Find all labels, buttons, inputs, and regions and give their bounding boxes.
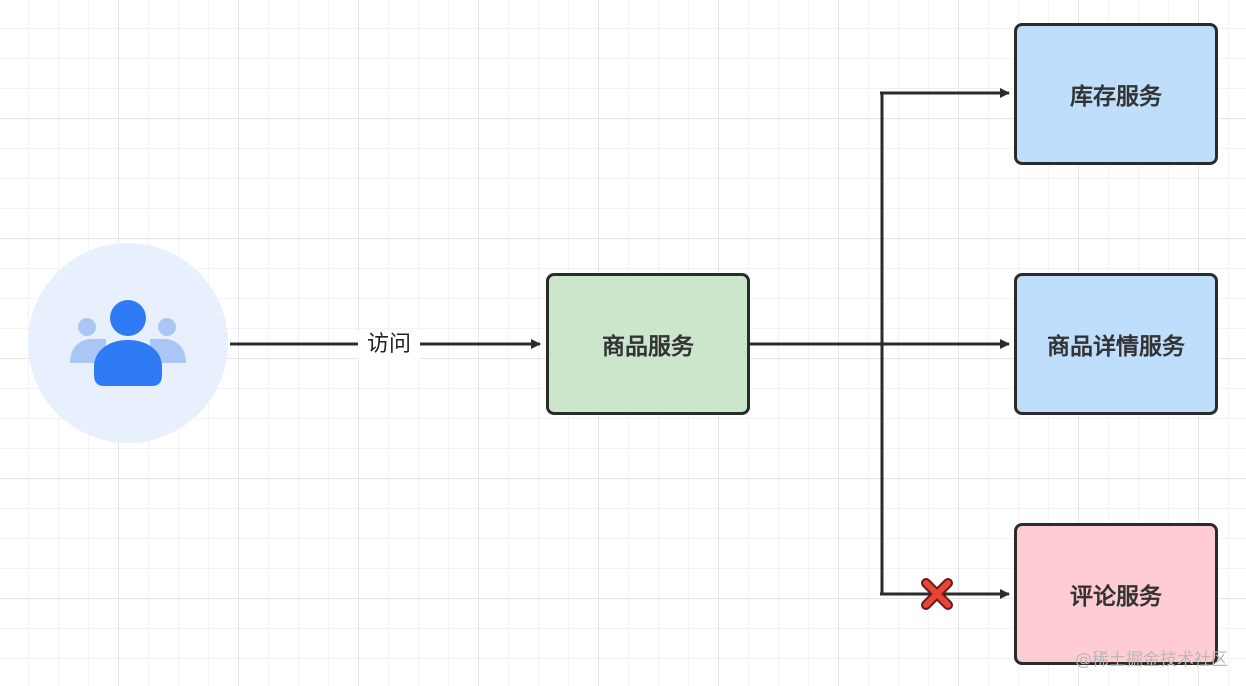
product-detail-service-node: 商品详情服务 [1014,273,1218,415]
user-group-circle [28,243,228,443]
red-x-icon [921,578,953,610]
product-service-node: 商品服务 [546,273,750,415]
review-service-label: 评论服务 [1070,584,1162,610]
watermark: @稀土掘金技术社区 [1075,650,1228,670]
inventory-service-node: 库存服务 [1014,23,1218,165]
review-service-node: 评论服务 [1014,523,1218,665]
inventory-service-label: 库存服务 [1070,84,1162,110]
product-service-label: 商品服务 [602,334,694,360]
users-group-icon [70,300,186,386]
access-label: 访问 [358,331,420,359]
product-detail-service-label: 商品详情服务 [1047,334,1185,360]
